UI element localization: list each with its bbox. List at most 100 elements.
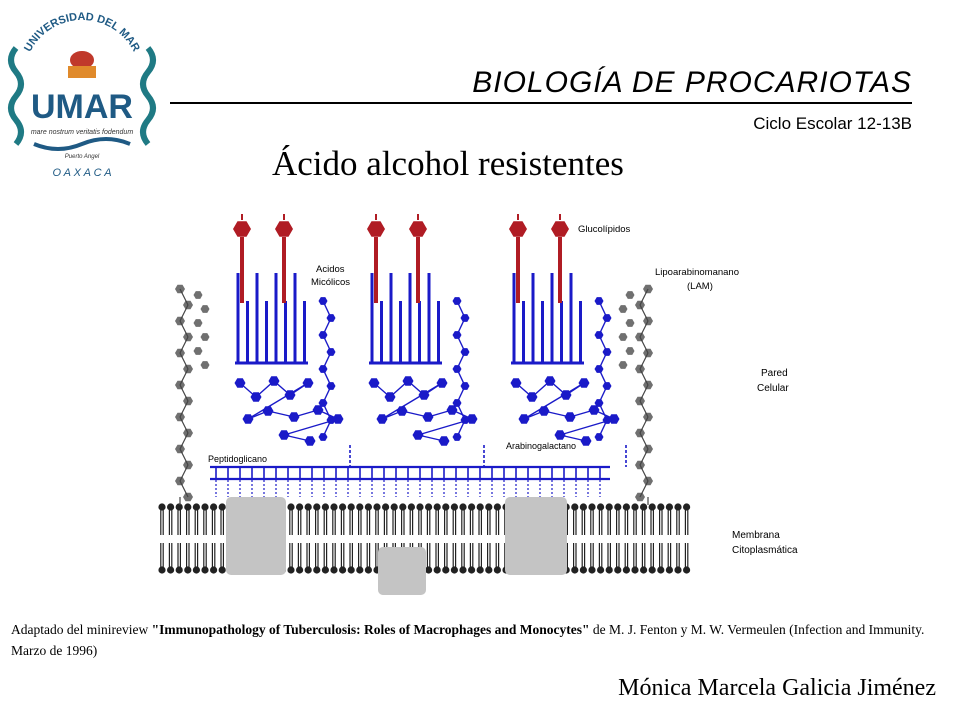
lam-link: [639, 432, 649, 450]
lipid-head: [665, 566, 674, 574]
arabinogalactan-link: [598, 351, 608, 370]
label-peptidoglicano: Peptidoglicano: [208, 454, 267, 464]
glycolipid-head: [509, 221, 527, 237]
lipid-head: [605, 503, 613, 511]
lam-sugar: [200, 361, 210, 369]
arabinogalactan-link: [456, 419, 466, 438]
logo-arc-text: UNIVERSIDAD DEL MAR: [22, 11, 142, 54]
lipid-head: [588, 503, 596, 511]
lam-link: [179, 368, 189, 386]
lam-sugar: [625, 291, 635, 299]
lam-link: [179, 288, 189, 306]
label-lipoarabinomanano: Lipoarabinomanano: [655, 267, 739, 278]
arabinogalactan-link: [598, 385, 608, 404]
lam-sugar: [193, 319, 203, 327]
label-acidos: Acidos: [316, 264, 345, 275]
lipid-head: [571, 566, 579, 574]
lam-link: [639, 464, 649, 482]
lipid-head: [347, 503, 355, 511]
arabinogalactan-link: [515, 382, 533, 398]
lipid-head: [459, 503, 467, 511]
lipid-head: [210, 503, 218, 511]
arabinogalactan-link: [456, 402, 466, 421]
label-glucolipidos: Glucolípidos: [578, 224, 631, 235]
slide-title: Ácido alcohol resistentes: [272, 144, 624, 183]
logo-crest: [70, 51, 94, 69]
lipid-head: [364, 566, 372, 574]
lam-link: [639, 288, 649, 306]
label-membrana: Membrana: [732, 530, 780, 541]
glycolipid-head: [367, 221, 385, 237]
arabinogalactan-link: [247, 382, 309, 420]
logo-place: Puerto Angel: [65, 154, 100, 160]
lipid-head: [614, 503, 622, 511]
logo-motto: mare nostrum veritatis fodendum: [31, 129, 133, 136]
lipid-head: [476, 503, 484, 511]
lam-sugar: [200, 305, 210, 313]
lipid-head: [433, 503, 441, 511]
lipid-head: [588, 566, 596, 574]
lam-link: [639, 368, 649, 386]
arabinogalactan-link: [239, 382, 257, 398]
peptidoglycan-layer: [210, 465, 610, 497]
lipid-head: [192, 503, 200, 511]
membrane-protein: [226, 497, 286, 575]
lipid-head: [330, 503, 338, 511]
lipid-head: [674, 566, 682, 574]
label-citoplasmatica: Citoplasmática: [732, 545, 798, 556]
arabinogalactan-link: [322, 419, 332, 438]
arabinogalactan-link: [543, 410, 571, 418]
lipid-head: [321, 566, 329, 574]
lipid-head: [450, 566, 458, 574]
lam-link: [639, 336, 649, 354]
lipid-head: [416, 503, 424, 511]
glycolipid-head: [275, 221, 293, 237]
arabinogalactan-link: [456, 317, 466, 336]
lipid-head: [158, 566, 166, 574]
arabinogalactan-link: [559, 434, 587, 442]
label-arabinogalactano: Arabinogalactano: [506, 441, 576, 451]
lam-link: [179, 320, 189, 338]
lipid-head: [364, 503, 372, 511]
arabinogalactan-link: [322, 368, 332, 387]
lipid-head: [450, 503, 458, 511]
lipid-head: [175, 503, 183, 511]
arabinogalactan-link: [598, 368, 608, 387]
lipid-head: [425, 503, 433, 511]
lipid-head: [158, 503, 166, 511]
lipid-head: [201, 503, 209, 511]
caption-prefix: Adaptado del minireview: [11, 622, 152, 637]
membrane-protein: [378, 547, 426, 595]
arabinogalactan-link: [267, 410, 295, 418]
lipid-head: [287, 566, 295, 574]
lipid-head: [184, 566, 192, 574]
lipid-head: [674, 503, 682, 511]
arabinogalactan-link: [456, 300, 466, 319]
arabinogalactan-link: [456, 385, 466, 404]
lipid-head: [622, 503, 630, 511]
lipid-head: [640, 503, 648, 511]
arabinogalactan-link: [389, 380, 409, 398]
caption-suffix: de M. J. Fenton y M. W. Vermeulen (Infec…: [11, 622, 925, 658]
arabinogalactan-link: [401, 410, 429, 418]
lam-sugar: [618, 305, 628, 313]
lipid-head: [287, 503, 295, 511]
lam-link: [179, 480, 189, 498]
lam-link: [179, 384, 189, 402]
glycolipids: [233, 214, 569, 303]
logo-left-wave: [8, 46, 24, 146]
lipid-head: [485, 566, 493, 574]
arabinogalactan-link: [598, 402, 608, 421]
lam-sugar: [618, 361, 628, 369]
lam-link: [639, 304, 649, 322]
membrane-proteins: [226, 497, 567, 595]
lipid-head: [399, 503, 407, 511]
lipid-head: [390, 503, 398, 511]
membrane-protein: [505, 497, 567, 575]
lam-link: [639, 400, 649, 418]
lipoarabinomannan: [175, 284, 653, 505]
lipid-head: [579, 566, 587, 574]
lam-link: [179, 448, 189, 466]
lipid-head: [407, 503, 415, 511]
lipid-head: [313, 503, 321, 511]
